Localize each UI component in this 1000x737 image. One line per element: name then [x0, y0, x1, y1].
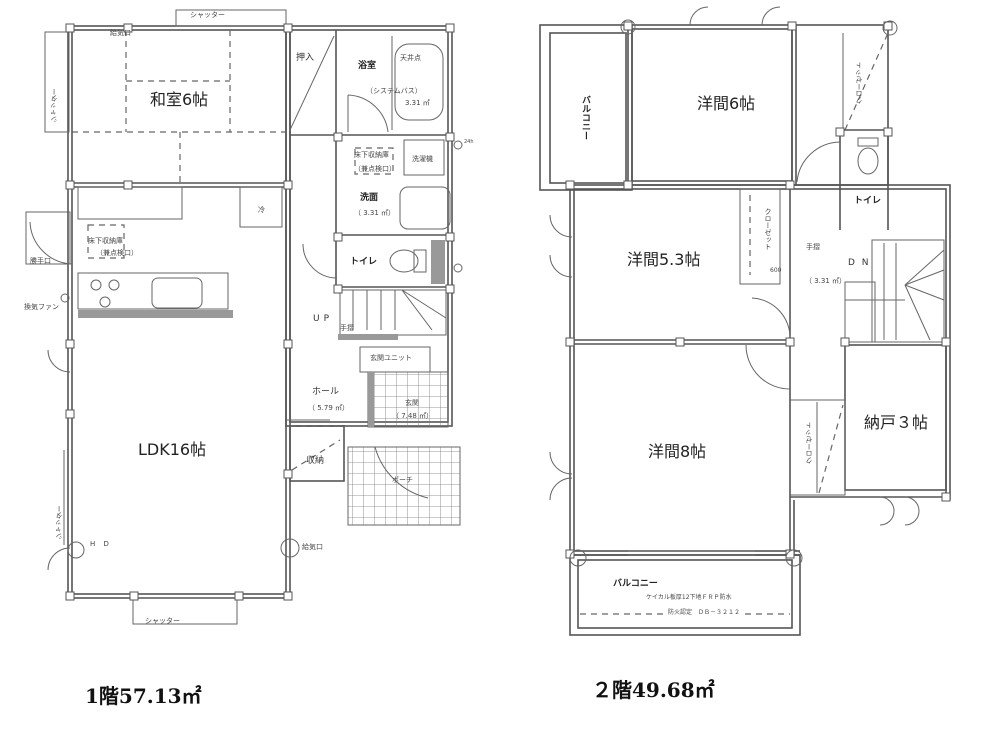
hall-2f-area-label: （ 3.31 ㎡）: [805, 277, 847, 285]
bath-area-label: 3.31 ㎡: [405, 99, 430, 107]
floor-2-plan: [539, 6, 952, 636]
room-ldk-label: LDK16帖: [138, 440, 207, 459]
hd-label: H D: [90, 540, 112, 548]
handrail-2f-label: 手摺: [806, 243, 820, 251]
balcony-note-label: ケイカル板厚12下地ＦＲＰ防水: [646, 594, 732, 601]
room-youma53-label: 洋間5.3帖: [627, 250, 701, 269]
back-door-label: 勝手口: [30, 257, 51, 265]
ceiling-inspection-label: 天井点: [400, 54, 421, 62]
underfloor-storage-2-label: 床下収納庫: [88, 237, 123, 245]
shutter-bottom-label: シャッター: [145, 617, 180, 625]
fridge-label: 冷: [258, 206, 265, 214]
washroom-label: 洗面: [360, 193, 379, 203]
entrance-unit-label: 玄関ユニット: [370, 354, 412, 362]
24h-vent-label: 24h: [464, 139, 474, 145]
room-washitsu-label: 和室6帖: [150, 90, 209, 109]
handrail-1f-label: 手摺: [340, 324, 354, 332]
shutter-ldk-left-label: シャッター: [55, 505, 63, 540]
stairs-down-label: D N: [848, 258, 871, 268]
floor-2-area-caption: ２階49.68㎡: [592, 678, 715, 702]
hall-area-label: （ 5.79 ㎡）: [308, 404, 350, 412]
entrance-area-label: （ 7.48 ㎡）: [392, 412, 434, 420]
balcony-left-label: バルコニー: [580, 95, 590, 140]
fire-rating-label: 防火認定 ＤＢ－３２１２: [668, 609, 741, 616]
hall-label: ホール: [312, 387, 340, 397]
shutter-left-label: シャッター: [50, 88, 58, 123]
toilet-1f-label: トイレ: [350, 257, 378, 267]
washing-machine-label: 洗濯機: [412, 155, 433, 163]
bathroom-label: 浴室: [358, 61, 377, 71]
underfloor-storage-1-label: 床下収納庫: [354, 151, 389, 159]
storage-label: 収納: [306, 456, 325, 466]
air-supply-label: 給気口: [302, 543, 323, 551]
floor-1-plan: [25, 9, 463, 625]
washroom-area-label: （ 3.31 ㎡）: [354, 209, 396, 217]
closet-600-label: 600: [770, 267, 782, 274]
toilet-2f-label: トイレ: [854, 196, 882, 206]
balcony-bottom-label: バルコニー: [613, 579, 658, 589]
porch-label: ポーチ: [392, 476, 413, 484]
floor-1-area-caption: 1階57.13㎡: [85, 684, 202, 708]
entrance-label: 玄関: [405, 399, 419, 407]
stairs-up-label: UP: [313, 314, 334, 324]
closet-2-label: クローゼット: [764, 208, 772, 250]
room-youma6-label: 洋間6帖: [697, 94, 756, 113]
shutter-top-label: シャッター: [190, 11, 225, 19]
inspection-port-1-label: （兼点検口）: [354, 165, 396, 173]
air-supply-2-label: 給気口: [110, 29, 131, 37]
inspection-port-2-label: （兼点検口）: [96, 249, 138, 257]
system-bath-label: （システムバス）: [366, 87, 422, 95]
closet-1-label: クローゼット: [855, 62, 863, 104]
room-nando-label: 納戸３帖: [864, 413, 929, 432]
closet-3-label: クローゼット: [805, 422, 813, 464]
oshiire-label: 押入: [296, 53, 315, 63]
exhaust-fan-label: 換気ファン: [24, 303, 59, 311]
room-youma8-label: 洋間8帖: [648, 442, 707, 461]
